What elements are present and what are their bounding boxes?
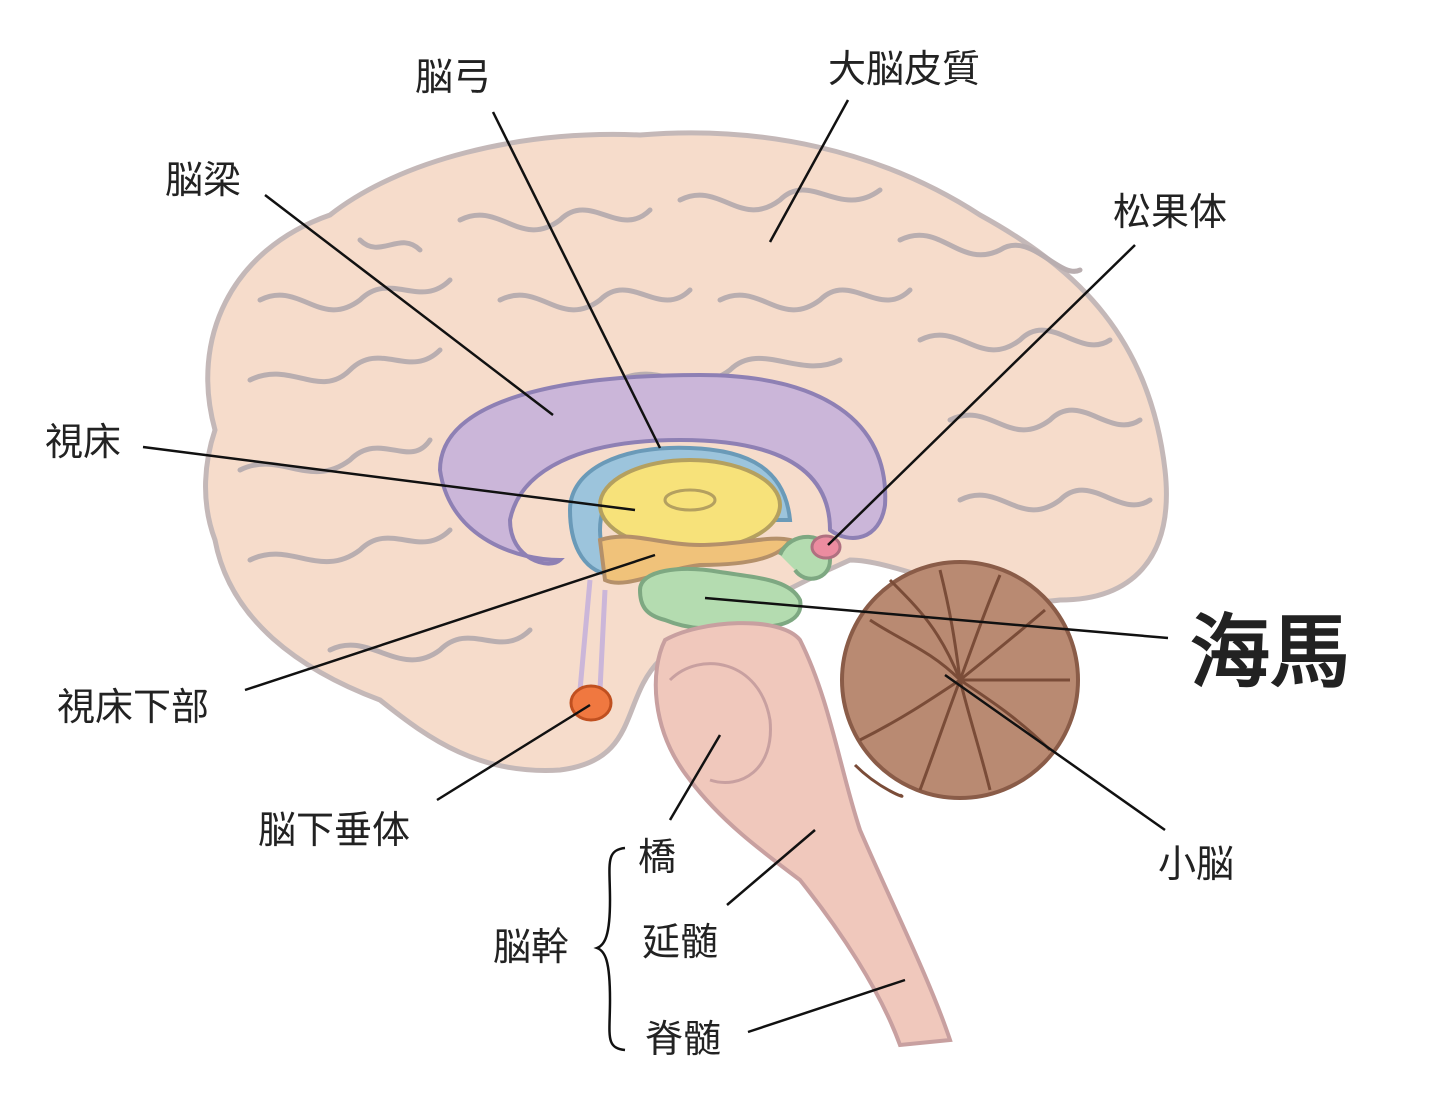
label-brainstem: 脳幹	[493, 925, 569, 969]
label-corpus-callosum: 脳梁	[165, 158, 241, 202]
label-thalamus: 視床	[45, 420, 121, 464]
label-cerebellum: 小脳	[1158, 842, 1234, 886]
label-spinal-cord: 脊髄	[645, 1017, 721, 1061]
pituitary-gland	[569, 684, 613, 722]
label-fornix: 脳弓	[415, 55, 491, 99]
corpus-callosum	[437, 372, 888, 566]
pons-bulge	[668, 662, 772, 784]
label-hypothalamus: 視床下部	[57, 685, 209, 729]
label-pons: 橋	[638, 835, 676, 879]
label-medulla: 延髄	[642, 920, 718, 964]
thalamus-mark	[663, 488, 717, 512]
pituitary-stalk	[577, 579, 608, 691]
cerebellum-folia	[853, 569, 1070, 798]
pineal-body	[810, 534, 842, 560]
label-pituitary: 脳下垂体	[258, 808, 410, 852]
leader-lines	[142, 99, 1169, 1052]
label-pineal-body: 松果体	[1113, 190, 1227, 234]
label-cerebral-cortex: 大脳皮質	[828, 47, 980, 91]
label-hippocampus: 海馬	[1190, 606, 1350, 699]
